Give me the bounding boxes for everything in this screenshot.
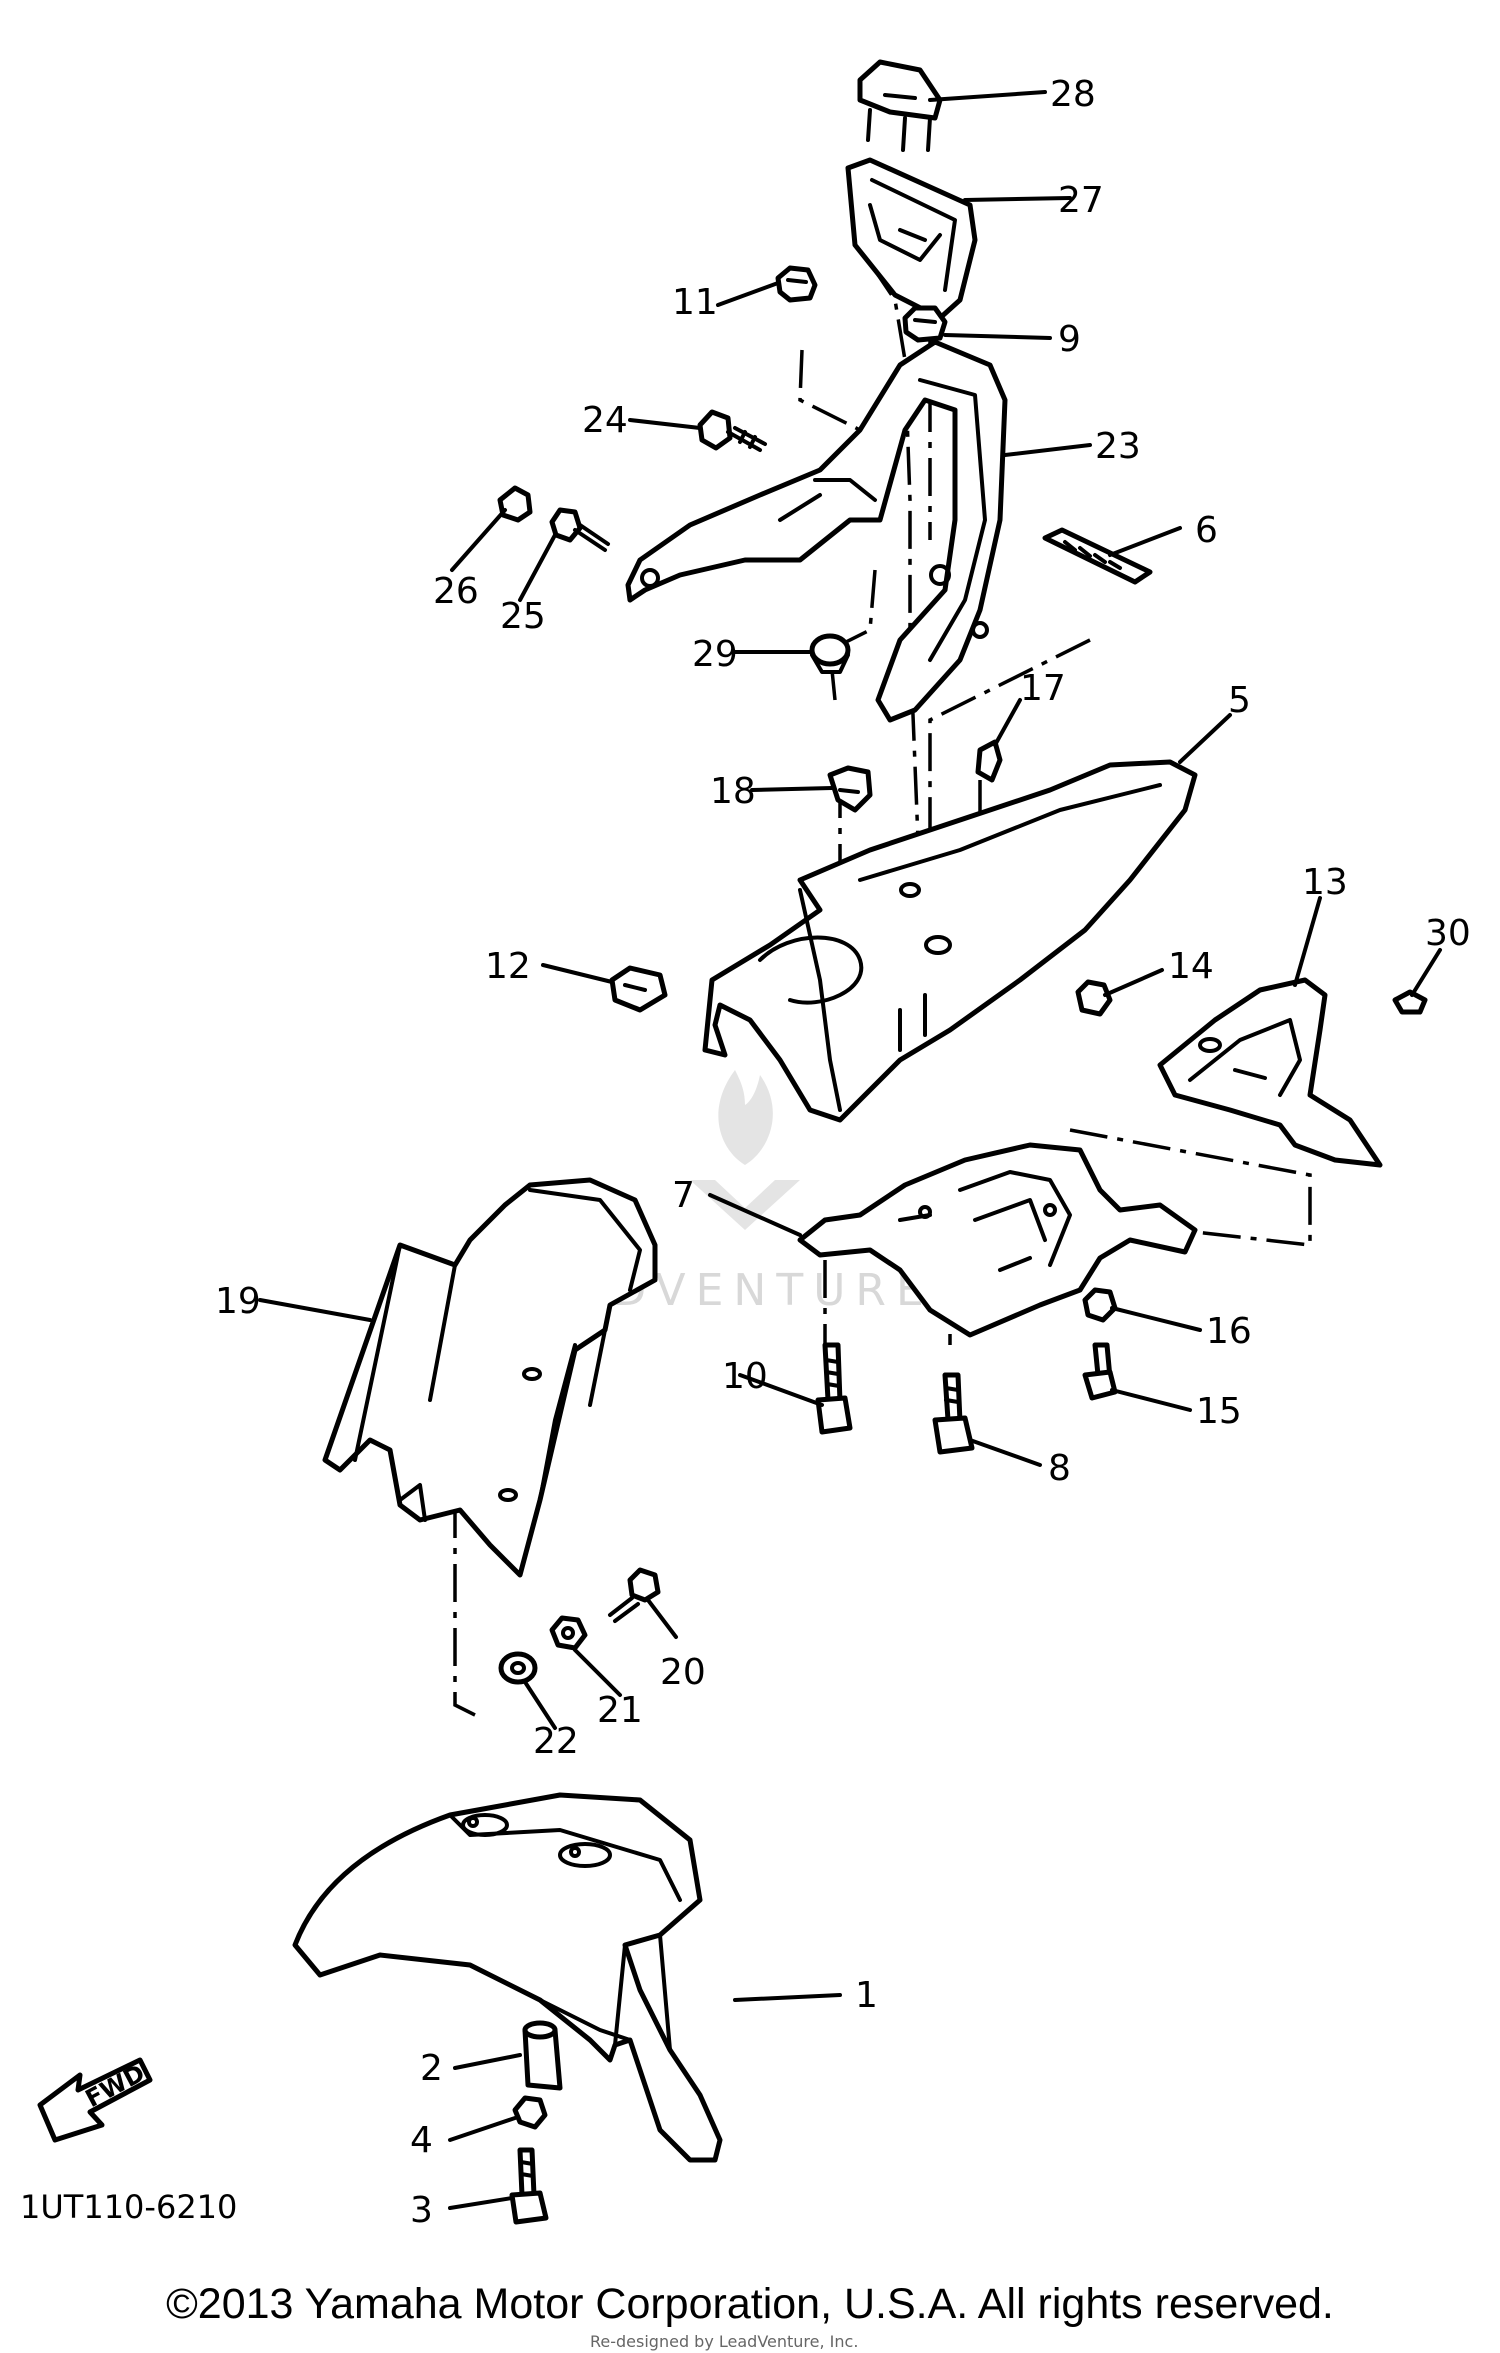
watermark-logo-icon (690, 1180, 800, 1230)
leader-lines (258, 90, 1442, 2210)
part-30-clip (1392, 989, 1428, 1015)
part-20-bolt (608, 1567, 661, 1623)
callout-3: 3 (410, 2190, 433, 2231)
fwd-label: FWD (81, 2059, 150, 2113)
part-17-clip (975, 739, 1003, 783)
callout-24: 24 (582, 400, 628, 441)
part-5-rear-fender (702, 759, 1198, 1123)
callout-7: 7 (672, 1175, 695, 1216)
callout-30: 30 (1425, 913, 1471, 954)
part-7-inner-fender (797, 1142, 1198, 1338)
callout-11: 11 (672, 282, 718, 323)
callout-12: 12 (485, 946, 531, 987)
part-4-nut (512, 2095, 548, 2130)
watermark-flame-icon (718, 1070, 773, 1165)
part-12-connector (609, 965, 668, 1013)
callout-20: 20 (660, 1652, 706, 1693)
callout-4: 4 (410, 2120, 433, 2161)
part-19-fender-section (322, 1177, 658, 1578)
callout-21: 21 (597, 1690, 643, 1731)
callout-2: 2 (420, 2048, 443, 2089)
part-9-nut (902, 305, 948, 343)
callout-27: 27 (1058, 180, 1104, 221)
callout-29: 29 (692, 634, 738, 675)
fwd-arrow-icon: FWD (37, 2057, 153, 2143)
callout-14: 14 (1168, 946, 1214, 987)
part-18-clamp (827, 765, 873, 813)
callout-10: 10 (722, 1356, 768, 1397)
callout-28: 28 (1050, 74, 1096, 115)
part-27-plate (845, 157, 978, 321)
part-24-bolt (697, 409, 767, 452)
part-2-collar (522, 2020, 563, 2091)
part-3-bolt (509, 2147, 549, 2225)
callout-26: 26 (433, 571, 479, 612)
part-14-nut (1075, 979, 1113, 1017)
part-21-nut (549, 1615, 588, 1651)
part-22-washer (498, 1651, 538, 1685)
parts (292, 59, 1428, 2225)
copyright-notice: ©2013 Yamaha Motor Corporation, U.S.A. A… (166, 2280, 1334, 2328)
callout-9: 9 (1058, 319, 1081, 360)
part-23-grab-bar (625, 339, 1008, 723)
part-1-front-fender (292, 1792, 723, 2163)
callout-18: 18 (710, 771, 756, 812)
redesign-credit: Re-designed by LeadVenture, Inc. (590, 2332, 859, 2351)
callout-1: 1 (855, 1975, 878, 2016)
diagram-code: 1UT110-6210 (20, 2188, 237, 2226)
callout-16: 16 (1206, 1311, 1252, 1352)
callout-13: 13 (1302, 862, 1348, 903)
callout-22: 22 (533, 1721, 579, 1762)
callouts: 1 2 3 4 5 6 7 8 9 10 11 12 13 14 15 16 1… (20, 74, 1471, 2231)
callout-19: 19 (215, 1281, 261, 1322)
callout-15: 15 (1196, 1391, 1242, 1432)
part-10-bolt (815, 1342, 853, 1435)
callout-23: 23 (1095, 426, 1141, 467)
callout-8: 8 (1048, 1448, 1071, 1489)
part-6-emblem (1042, 527, 1153, 585)
callout-17: 17 (1020, 668, 1066, 709)
part-26-cap (497, 485, 533, 523)
part-25-screw (549, 507, 610, 552)
callout-5: 5 (1228, 680, 1251, 721)
part-29-grommet (809, 633, 851, 674)
callout-6: 6 (1195, 510, 1218, 551)
part-13-guard (1157, 977, 1383, 1168)
part-8-bolt (932, 1372, 975, 1455)
callout-25: 25 (500, 596, 546, 637)
part-28-bracket (857, 59, 943, 152)
part-11-nut (775, 265, 818, 303)
part-16-nut (1082, 1287, 1118, 1323)
